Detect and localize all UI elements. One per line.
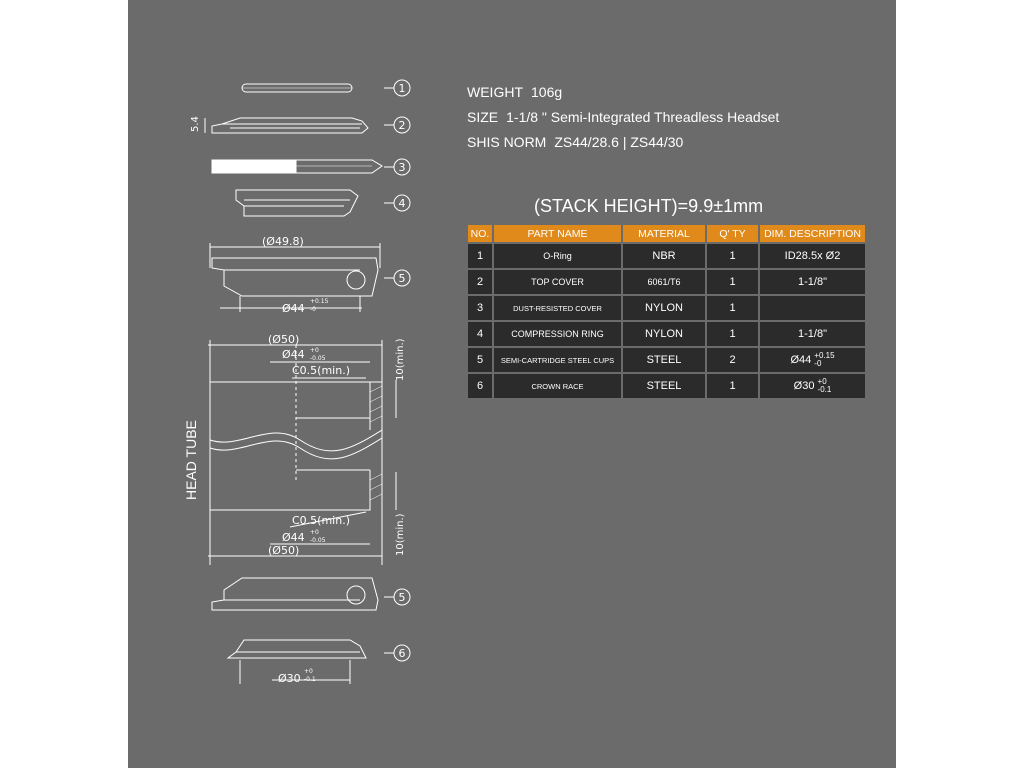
cell-part-name: CROWN RACE — [494, 374, 621, 398]
cell-no: 4 — [468, 322, 492, 346]
norm-label: SHIS NORM — [467, 134, 547, 150]
svg-text:-0.05: -0.05 — [310, 537, 326, 544]
header-part-name: PART NAME — [494, 225, 621, 242]
cell-material: NYLON — [623, 296, 705, 320]
head-tube-label: HEAD TUBE — [183, 420, 199, 500]
callout-5-top: 5 — [399, 272, 406, 285]
tol-up: +0 — [817, 377, 827, 386]
cell-part-name: O-Ring — [494, 244, 621, 268]
cell-dim: Ø30 +0-0.1 — [760, 374, 865, 398]
cell-material: 6061/T6 — [623, 270, 705, 294]
cell-qty: 2 — [707, 348, 758, 372]
weight-value: 106g — [531, 84, 563, 100]
cell-qty: 1 — [707, 322, 758, 346]
part-2-top-cover: 5.4 — [190, 116, 369, 134]
svg-text:-0.05: -0.05 — [310, 355, 326, 362]
dim-5-4-label: 5.4 — [190, 116, 201, 132]
dim-49-8-label: (Ø49.8) — [262, 235, 304, 248]
stack-height: (STACK HEIGHT)=9.9±1mm — [534, 196, 764, 216]
size-value: 1-1/8 " Semi-Integrated Threadless Heads… — [506, 109, 780, 125]
cell-qty: 1 — [707, 374, 758, 398]
weight-spec: WEIGHT 106g — [467, 84, 562, 100]
callout-3: 3 — [399, 161, 406, 174]
cell-dim: Ø44 +0.15-0 — [760, 348, 865, 372]
callout-5-bottom: 5 — [399, 591, 406, 604]
tol-down: -0.1 — [817, 385, 832, 394]
cell-no: 6 — [468, 374, 492, 398]
size-label: SIZE — [467, 109, 499, 125]
dim-44-bottom-label: Ø44 — [282, 531, 305, 544]
cell-material: STEEL — [623, 348, 705, 372]
cell-no: 2 — [468, 270, 492, 294]
svg-text:-0: -0 — [310, 306, 316, 313]
table-row: 1 O-Ring NBR 1 ID28.5x Ø2 — [468, 244, 865, 268]
part-3-dust-cover — [211, 159, 383, 174]
part-5-top-cup: (Ø49.8) Ø44 +0.15 -0 — [209, 235, 381, 315]
cell-dim — [760, 296, 865, 320]
table-row: 2 TOP COVER 6061/T6 1 1-1/8" — [468, 270, 865, 294]
svg-text:-0.1: -0.1 — [304, 676, 316, 683]
cell-part-name: SEMI-CARTRIDGE STEEL CUPS — [494, 348, 621, 372]
chamfer-top-label: C0.5(min.) — [292, 364, 350, 377]
cell-no: 3 — [468, 296, 492, 320]
cell-material: NBR — [623, 244, 705, 268]
cell-material: STEEL — [623, 374, 705, 398]
tol-down: -0 — [814, 359, 822, 368]
cell-material: NYLON — [623, 322, 705, 346]
cell-part-name: DUST-RESISTED COVER — [494, 296, 621, 320]
weight-label: WEIGHT — [467, 84, 523, 100]
svg-text:+0: +0 — [304, 668, 313, 675]
table-row: 6 CROWN RACE STEEL 1 Ø30 +0-0.1 — [468, 374, 865, 398]
norm-spec: SHIS NORM ZS44/28.6 | ZS44/30 — [467, 134, 683, 150]
norm-value: ZS44/28.6 | ZS44/30 — [554, 134, 684, 150]
part-6-crown-race: Ø30 +0 -0.1 — [226, 639, 367, 685]
table-row: 4 COMPRESSION RING NYLON 1 1-1/8" — [468, 322, 865, 346]
header-dim: DIM. DESCRIPTION — [760, 225, 865, 242]
cell-part-name: COMPRESSION RING — [494, 322, 621, 346]
cell-dim: 1-1/8" — [760, 270, 865, 294]
cell-qty: 1 — [707, 244, 758, 268]
header-qty: Q' TY — [707, 225, 758, 242]
header-material: MATERIAL — [623, 225, 705, 242]
depth-bottom-label: 10(min.) — [395, 513, 406, 556]
table-row: 3 DUST-RESISTED COVER NYLON 1 — [468, 296, 865, 320]
table-header-row: NO. PART NAME MATERIAL Q' TY DIM. DESCRI… — [468, 225, 865, 242]
dim-30-label: Ø30 — [278, 672, 301, 685]
callouts: 1 2 3 4 5 5 6 — [384, 79, 411, 662]
part-5-bottom-cup — [211, 577, 379, 611]
cell-dim: 1-1/8" — [760, 322, 865, 346]
callout-1: 1 — [399, 82, 406, 95]
cell-qty: 1 — [707, 296, 758, 320]
cell-dim: ID28.5x Ø2 — [760, 244, 865, 268]
size-spec: SIZE 1-1/8 " Semi-Integrated Threadless H… — [467, 109, 779, 125]
part-1-o-ring — [241, 83, 353, 93]
cell-part-name: TOP COVER — [494, 270, 621, 294]
depth-top-label: 10(min.) — [395, 338, 406, 381]
dim-44-cup-label: Ø44 — [282, 302, 305, 315]
part-4-compression-ring — [235, 189, 359, 217]
dim-50-bottom-label: (Ø50) — [268, 544, 299, 557]
dim-50-top-label: (Ø50) — [268, 333, 299, 346]
head-tube-section: (Ø50) Ø44 +0 -0.05 C0.5(min.) 10(min.) H… — [183, 333, 406, 565]
parts-table: NO. PART NAME MATERIAL Q' TY DIM. DESCRI… — [466, 223, 867, 400]
callout-4: 4 — [399, 197, 406, 210]
cell-no: 1 — [468, 244, 492, 268]
svg-text:+0: +0 — [310, 347, 319, 354]
header-no: NO. — [468, 225, 492, 242]
svg-text:+0: +0 — [310, 529, 319, 536]
callout-2: 2 — [399, 119, 406, 132]
cell-qty: 1 — [707, 270, 758, 294]
dim-44-top-label: Ø44 — [282, 348, 305, 361]
callout-6: 6 — [399, 647, 406, 660]
cell-no: 5 — [468, 348, 492, 372]
svg-text:+0.15: +0.15 — [310, 298, 329, 305]
table-row: 5 SEMI-CARTRIDGE STEEL CUPS STEEL 2 Ø44 … — [468, 348, 865, 372]
tol-up: +0.15 — [814, 351, 835, 360]
